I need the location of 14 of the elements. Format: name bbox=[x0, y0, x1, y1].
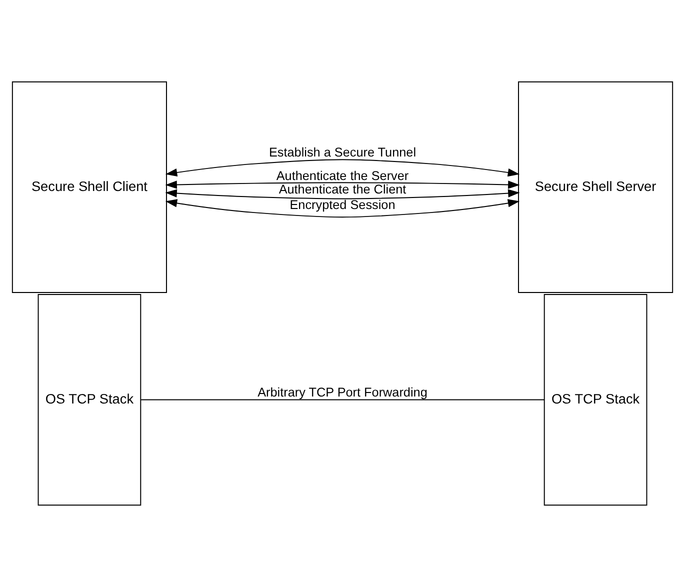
connector bbox=[140, 398, 545, 400]
arrow bbox=[165, 198, 520, 218]
edge-label: Encrypted Session bbox=[290, 198, 396, 212]
node-box: Secure Shell Server bbox=[518, 80, 674, 293]
arrow bbox=[165, 188, 520, 199]
edge-label: Establish a Secure Tunnel bbox=[268, 144, 416, 159]
edge-label: Authenticate the Server bbox=[276, 168, 409, 182]
node-box: OS TCP Stack bbox=[38, 293, 142, 506]
edge-label: Authenticate the Client bbox=[278, 182, 406, 196]
edge-label: Arbitrary TCP Port Forwarding bbox=[258, 384, 428, 399]
node-box: OS TCP Stack bbox=[544, 293, 648, 506]
node-box: Secure Shell Client bbox=[12, 80, 167, 293]
arrow bbox=[165, 158, 520, 176]
arrow bbox=[165, 180, 520, 188]
